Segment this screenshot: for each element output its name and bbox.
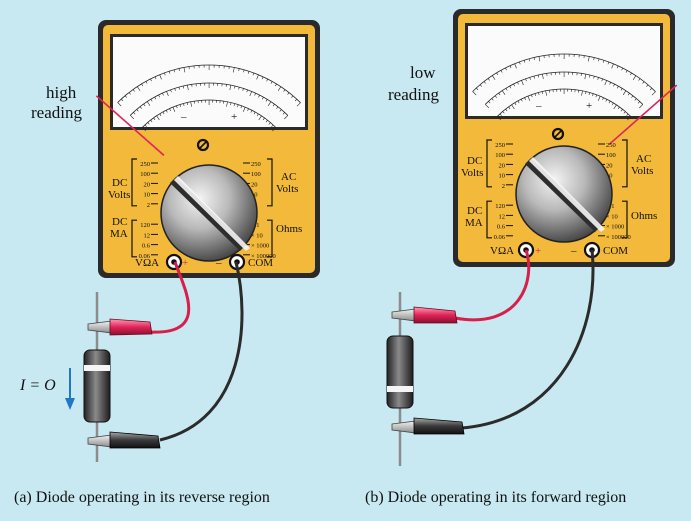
dc-volts-label-2: Volts (461, 167, 483, 179)
left-tick-label: 10 (144, 192, 151, 199)
right-tick-label: × 10 (606, 213, 618, 220)
dc-volts-label-1: DC (467, 155, 482, 167)
left-tick-label: 100 (140, 171, 150, 178)
black-alligator-clip-a[interactable] (87, 431, 161, 449)
right-tick-label: × 100000 (606, 234, 631, 241)
left-tick-label: 20 (144, 181, 151, 188)
scale-plus: + (231, 111, 237, 123)
right-tick-label: 20 (251, 181, 258, 188)
circuit-a: I = O (19, 261, 244, 462)
reading-label-b-line2: reading (388, 85, 439, 104)
left-tick-labels: 250 100 20 10 2 120 12 0.6 0.06 (139, 161, 158, 260)
left-tick-label: 0.06 (494, 234, 506, 241)
ohms-label: Ohms (276, 223, 302, 235)
left-tick-label: 100 (495, 152, 505, 159)
range-brackets (486, 139, 628, 239)
current-label-a: I = O (19, 377, 56, 394)
red-alligator-clip-a[interactable] (87, 318, 153, 336)
right-tick-label: × 1000 (251, 243, 269, 250)
left-tick-label: 12 (499, 213, 506, 220)
dc-volts-label-1: DC (112, 177, 127, 189)
meter-needle (608, 84, 678, 146)
range-brackets (131, 158, 273, 258)
terminal-plus: + (535, 245, 541, 257)
reading-label-a-line1: high (46, 83, 77, 102)
left-tick-label: 2 (502, 183, 505, 190)
red-test-lead-a (149, 261, 191, 334)
ac-volts-label-1: AC (281, 171, 296, 183)
multimeter-a: – + DC Volts DC MA AC Volts Ohms 2501002… (95, 20, 320, 278)
dc-ma-label-2: MA (110, 228, 128, 240)
dc-ma-label-1: DC (467, 205, 482, 217)
red-alligator-clip-b[interactable] (391, 306, 458, 324)
dc-ma-label-1: DC (112, 216, 127, 228)
circuit-b (386, 249, 595, 466)
diode-body-b[interactable] (386, 335, 414, 409)
diode-cathode-band-a (84, 365, 110, 371)
ac-volts-label-1: AC (636, 153, 651, 165)
dc-ma-label-2: MA (465, 217, 483, 229)
ac-volts-label-2: Volts (276, 183, 298, 195)
reading-label-a-line2: reading (31, 103, 82, 122)
left-tick-label: 120 (495, 203, 505, 210)
scale-plus: + (586, 100, 592, 112)
right-tick-label: × 100000 (251, 253, 276, 260)
right-tick-label: 100 (251, 171, 261, 178)
scale-arcs (472, 53, 656, 121)
black-test-lead-a (159, 261, 244, 442)
right-tick-label: 250 (251, 161, 261, 168)
left-tick-label: 120 (140, 222, 150, 229)
left-tick-label: 0.6 (497, 224, 506, 231)
right-tick-label: 250 (606, 142, 616, 149)
reading-label-b-line1: low (410, 63, 436, 82)
ac-volts-label-2: Volts (631, 165, 653, 177)
terminal-vohm-label: VΩA (135, 257, 159, 269)
scale-minus: – (535, 100, 542, 112)
red-test-lead-b (454, 249, 531, 322)
terminal-minus: – (570, 245, 577, 257)
left-tick-label: 12 (144, 232, 151, 239)
terminal-plus: + (182, 257, 188, 269)
left-tick-label: 2 (147, 202, 150, 209)
right-tick-label: 100 (606, 152, 616, 159)
multimeter-b: – + DC Volts DC MA AC Volts Ohms 2501002… (453, 9, 678, 267)
caption-a: (a) Diode operating in its reverse regio… (14, 489, 270, 506)
meter-needle (95, 95, 165, 156)
dc-volts-label-2: Volts (108, 189, 130, 201)
left-tick-label: 10 (499, 173, 506, 180)
left-tick-labels: 250 100 20 10 2 120 12 0.6 0.06 (494, 142, 513, 241)
left-tick-label: 20 (499, 162, 506, 169)
left-tick-label: 0.06 (139, 253, 151, 260)
right-tick-label: × 1000 (606, 224, 624, 231)
terminal-com-label: COM (603, 245, 628, 257)
terminal-vohm-label: VΩA (490, 245, 514, 257)
left-tick-label: 0.6 (142, 243, 151, 250)
caption-b: (b) Diode operating in its forward regio… (365, 489, 626, 506)
right-tick-label: 20 (606, 162, 613, 169)
scale-minus: – (180, 111, 187, 123)
left-tick-label: 250 (140, 161, 150, 168)
diode-body-a[interactable] (83, 349, 111, 423)
scale-arcs (117, 64, 301, 132)
diode-cathode-band-b (387, 386, 413, 392)
right-tick-label: × 10 (251, 232, 263, 239)
black-alligator-clip-b[interactable] (391, 417, 465, 435)
left-tick-label: 250 (495, 142, 505, 149)
terminal-com-label: COM (248, 257, 273, 269)
terminal-minus: – (215, 257, 222, 269)
ohms-label: Ohms (631, 210, 657, 222)
black-test-lead-b (461, 249, 595, 430)
